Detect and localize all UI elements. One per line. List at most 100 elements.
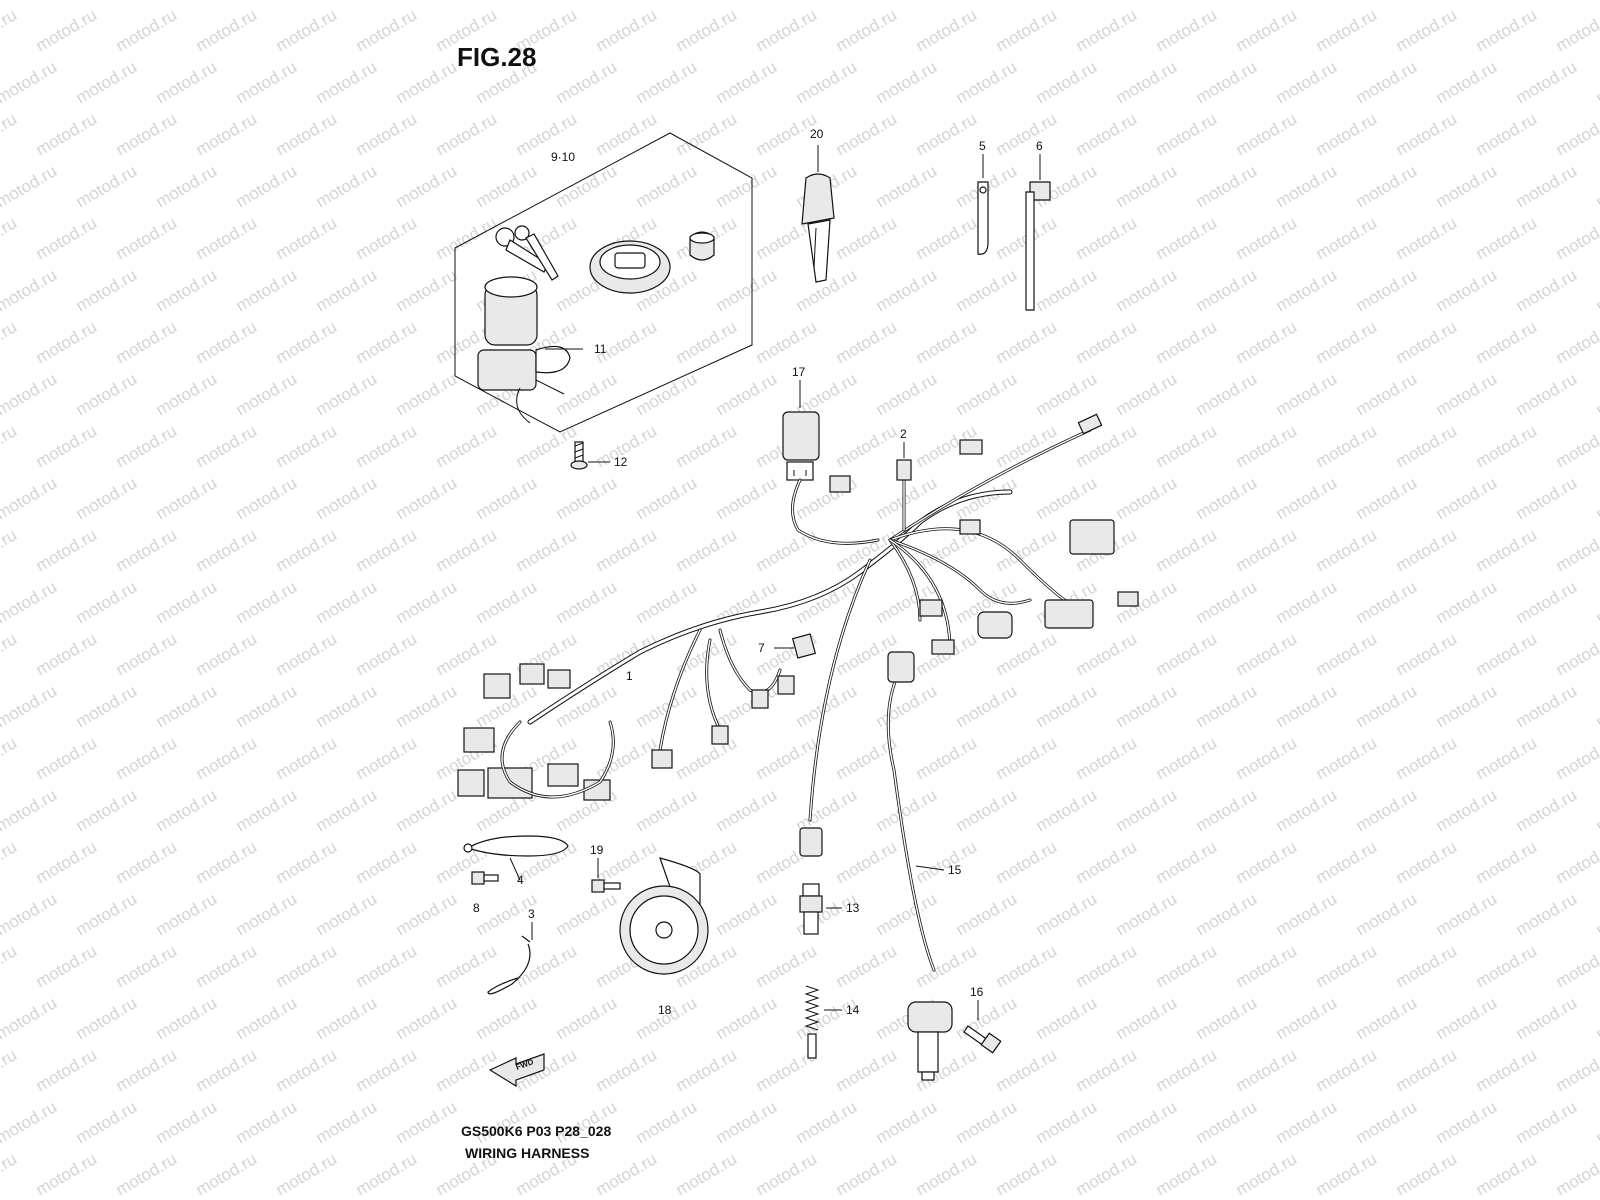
watermark-text: motod.ru: [793, 993, 861, 1043]
figure-subtitle: WIRING HARNESS: [465, 1145, 589, 1161]
watermark-text: motod.ru: [993, 317, 1061, 367]
watermark-text: motod.ru: [753, 733, 821, 783]
watermark-text: motod.ru: [1073, 941, 1141, 991]
watermark-text: motod.ru: [993, 1149, 1061, 1199]
callout-20: 20: [810, 127, 824, 141]
watermark-text: motod.ru: [393, 369, 461, 419]
watermark-text: motod.ru: [1553, 837, 1600, 887]
watermark-text: motod.ru: [1233, 213, 1301, 263]
watermark-text: motod.ru: [193, 837, 261, 887]
watermark-text: motod.ru: [73, 785, 141, 835]
watermark-text: motod.ru: [273, 317, 341, 367]
watermark-text: motod.ru: [993, 837, 1061, 887]
watermark-text: motod.ru: [593, 525, 661, 575]
watermark-text: motod.ru: [273, 5, 341, 55]
watermark-text: motod.ru: [33, 421, 101, 471]
watermark-text: motod.ru: [1393, 837, 1461, 887]
callout-7: 7: [758, 641, 765, 655]
watermark-text: motod.ru: [73, 577, 141, 627]
watermark-text: motod.ru: [1353, 577, 1421, 627]
watermark-text: motod.ru: [1033, 785, 1101, 835]
watermark-text: motod.ru: [33, 5, 101, 55]
watermark-text: motod.ru: [1353, 785, 1421, 835]
watermark-text: motod.ru: [1473, 1045, 1541, 1095]
watermark-text: motod.ru: [1233, 733, 1301, 783]
watermark-text: motod.ru: [1153, 1045, 1221, 1095]
watermark-text: motod.ru: [73, 681, 141, 731]
watermark-text: motod.ru: [353, 1149, 421, 1199]
watermark-text: motod.ru: [1153, 733, 1221, 783]
watermark-text: motod.ru: [953, 369, 1021, 419]
watermark-text: motod.ru: [153, 577, 221, 627]
watermark-text: motod.ru: [1313, 629, 1381, 679]
watermark-text: motod.ru: [193, 317, 261, 367]
watermark-text: motod.ru: [1313, 941, 1381, 991]
watermark-text: motod.ru: [793, 57, 861, 107]
watermark-text: motod.ru: [713, 889, 781, 939]
watermark-text: motod.ru: [353, 5, 421, 55]
watermark-text: motod.ru: [1033, 57, 1101, 107]
watermark-text: motod.ru: [833, 1149, 901, 1199]
callout-12: 12: [614, 455, 628, 469]
watermark-text: motod.ru: [553, 0, 621, 3]
watermark-text: motod.ru: [553, 993, 621, 1043]
watermark-text: motod.ru: [1473, 941, 1541, 991]
watermark-text: motod.ru: [1233, 1149, 1301, 1199]
watermark-text: motod.ru: [1593, 369, 1600, 419]
watermark-text: motod.ru: [833, 941, 901, 991]
watermark-text: motod.ru: [273, 941, 341, 991]
watermark-text: motod.ru: [1313, 213, 1381, 263]
watermark-text: motod.ru: [1433, 369, 1501, 419]
watermark-text: motod.ru: [673, 109, 741, 159]
watermark-text: motod.ru: [0, 1097, 60, 1147]
watermark-text: motod.ru: [1553, 5, 1600, 55]
watermark-text: motod.ru: [0, 57, 60, 107]
watermark-text: motod.ru: [1593, 57, 1600, 107]
watermark-text: motod.ru: [513, 421, 581, 471]
watermark-text: motod.ru: [1393, 421, 1461, 471]
watermark-text: motod.ru: [313, 369, 381, 419]
watermark-text: motod.ru: [1473, 525, 1541, 575]
watermark-text: motod.ru: [353, 941, 421, 991]
watermark-text: motod.ru: [113, 5, 181, 55]
spring-14: [804, 985, 820, 1059]
watermark-text: motod.ru: [1153, 629, 1221, 679]
watermark-text: motod.ru: [113, 213, 181, 263]
watermark-text: motod.ru: [1513, 473, 1581, 523]
watermark-text: motod.ru: [153, 0, 221, 3]
watermark-text: motod.ru: [913, 109, 981, 159]
watermark-text: motod.ru: [0, 837, 20, 887]
watermark-text: motod.ru: [1033, 889, 1101, 939]
watermark-text: motod.ru: [1353, 161, 1421, 211]
watermark-text: motod.ru: [353, 629, 421, 679]
watermark-text: motod.ru: [1033, 681, 1101, 731]
watermark-text: motod.ru: [833, 421, 901, 471]
bolt-8: [471, 871, 499, 885]
watermark-text: motod.ru: [73, 993, 141, 1043]
watermark-text: motod.ru: [1073, 213, 1141, 263]
watermark-text: motod.ru: [113, 837, 181, 887]
watermark-text: motod.ru: [1553, 1149, 1600, 1199]
watermark-text: motod.ru: [1473, 733, 1541, 783]
watermark-text: motod.ru: [1353, 473, 1421, 523]
watermark-text: motod.ru: [553, 889, 621, 939]
watermark-text: motod.ru: [1113, 993, 1181, 1043]
watermark-text: motod.ru: [913, 213, 981, 263]
watermark-text: motod.ru: [0, 265, 60, 315]
watermark-text: motod.ru: [953, 785, 1021, 835]
callout-15: 15: [948, 863, 962, 877]
watermark-text: motod.ru: [33, 109, 101, 159]
watermark-text: motod.ru: [713, 473, 781, 523]
watermark-text: motod.ru: [0, 525, 20, 575]
callout-6: 6: [1036, 139, 1043, 153]
watermark-text: motod.ru: [353, 109, 421, 159]
watermark-text: motod.ru: [0, 213, 20, 263]
watermark-text: motod.ru: [1233, 837, 1301, 887]
watermark-text: motod.ru: [873, 785, 941, 835]
watermark-text: motod.ru: [1153, 317, 1221, 367]
watermark-text: motod.ru: [753, 317, 821, 367]
watermark-text: motod.ru: [1113, 889, 1181, 939]
watermark-text: motod.ru: [273, 109, 341, 159]
watermark-text: motod.ru: [313, 785, 381, 835]
